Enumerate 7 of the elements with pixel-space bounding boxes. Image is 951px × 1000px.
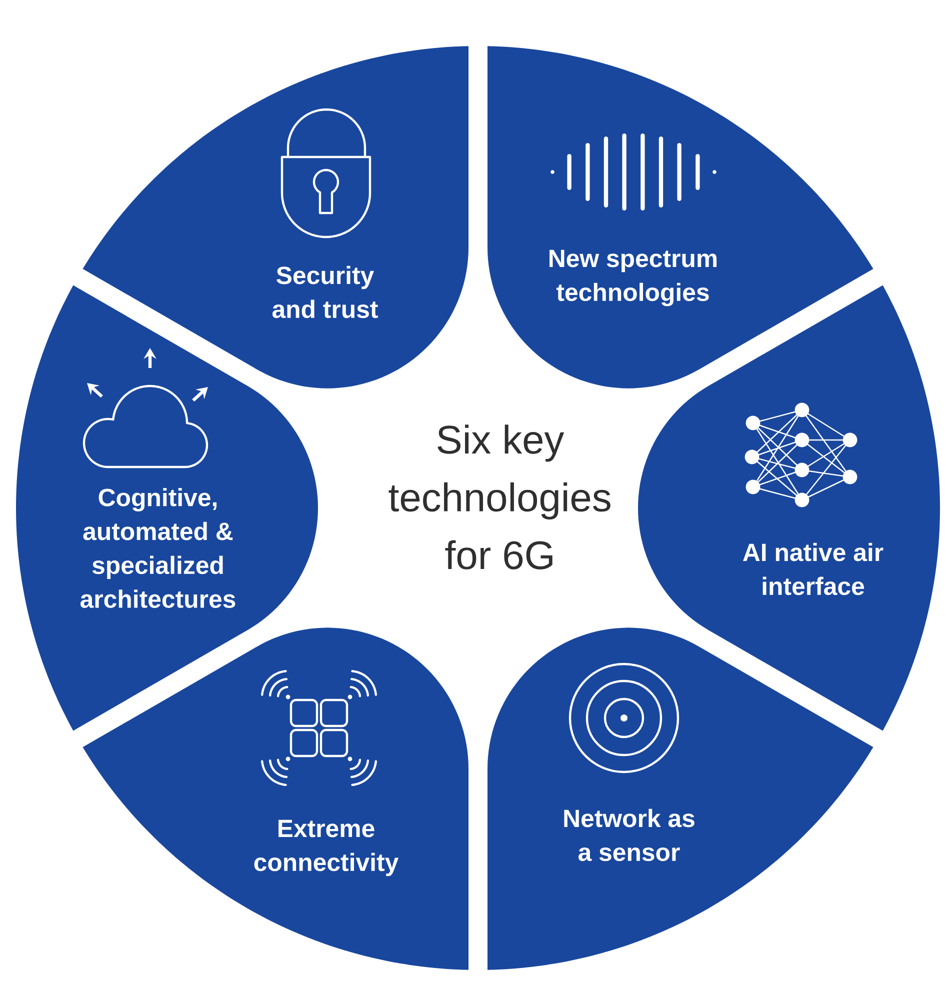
circle-segment: Network as a sensor	[488, 628, 874, 970]
circle-segment: New spectrum technologies	[488, 46, 874, 388]
center-heading: Six key technologies for 6G	[388, 424, 610, 570]
circle-segment: Security and trust	[82, 46, 468, 388]
circle-segment: Extreme connectivity	[82, 628, 468, 970]
node-label: AI native air interface	[743, 542, 884, 596]
node-label: Cognitive, automated & specialized architectures	[80, 488, 236, 608]
